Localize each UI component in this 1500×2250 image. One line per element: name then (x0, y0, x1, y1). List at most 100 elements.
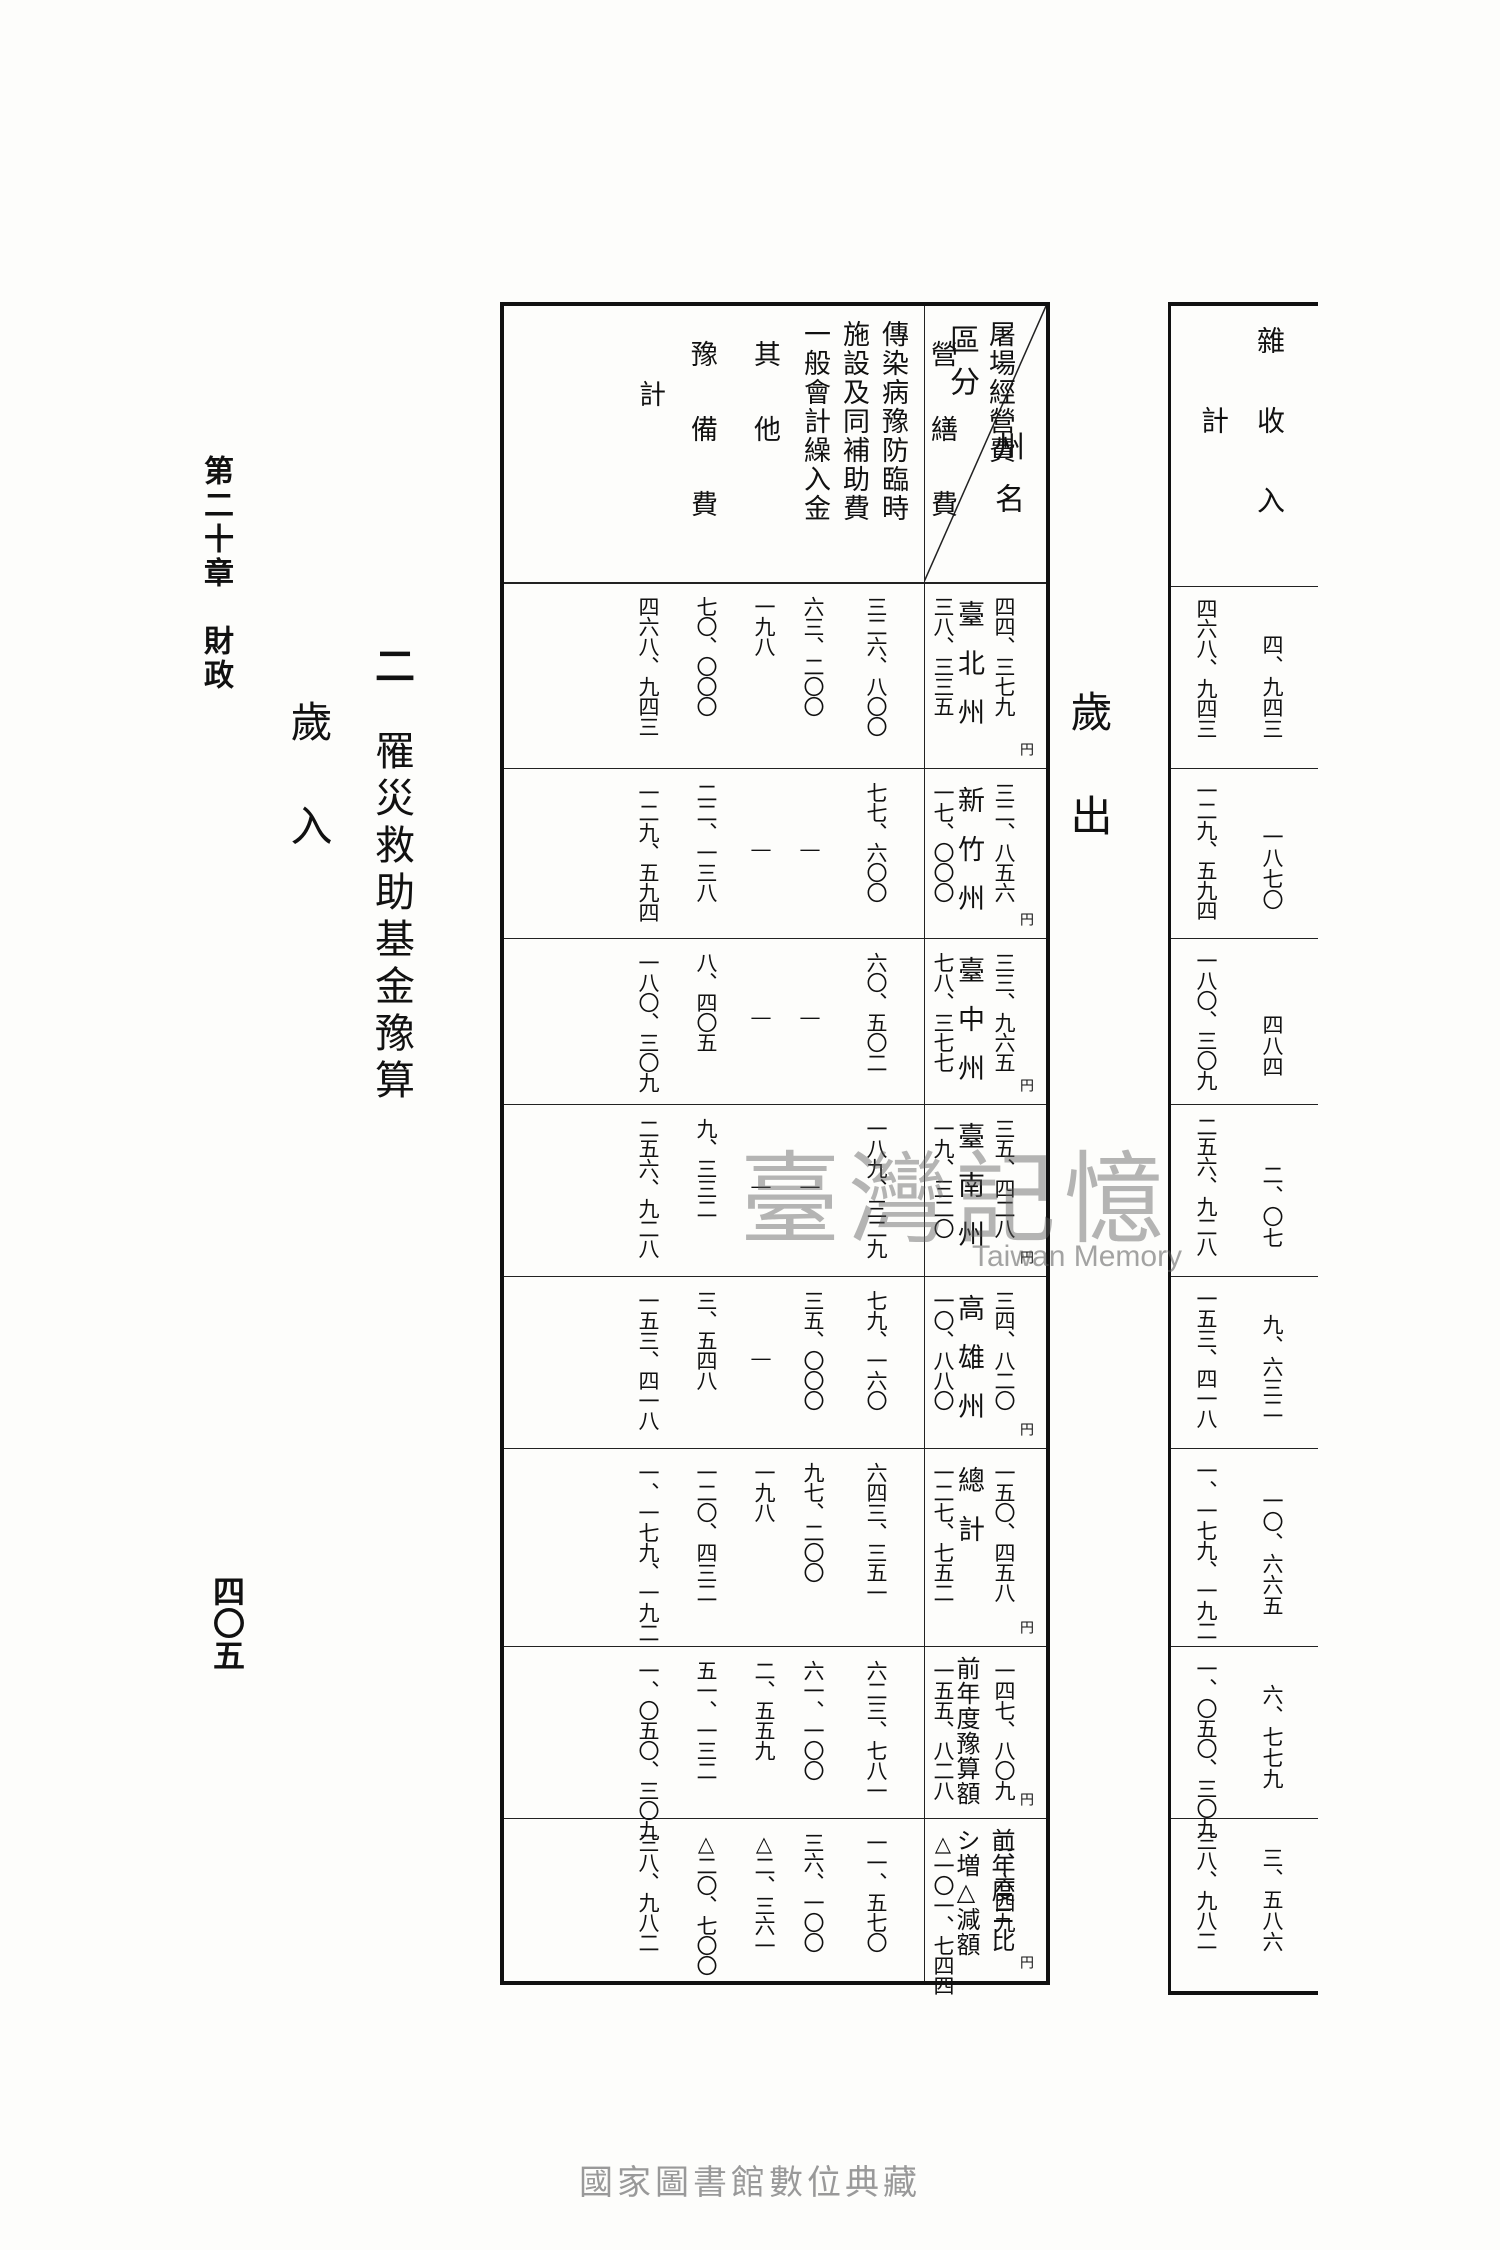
table-cell: 一二九、五九四 (636, 782, 660, 922)
table-cell: 一〇、八八〇 (931, 1290, 955, 1410)
right-table-divider (1171, 938, 1318, 939)
right-cell: 九、六三二 (1260, 1314, 1284, 1419)
right-table-divider (1171, 1818, 1318, 1819)
table-cell: — (749, 1174, 773, 1197)
region-name: 高雄州 (953, 1294, 984, 1441)
table-cell: — (749, 837, 773, 860)
table-cell: 一、〇五〇、三〇九 (636, 1660, 660, 1840)
table-cell: 六二三、七八一 (864, 1660, 888, 1800)
table-cell: 七七、六〇〇 (864, 782, 888, 902)
header-divider (504, 582, 1046, 584)
table-cell: — (798, 1005, 822, 1028)
table-cell: 九、三三二 (694, 1118, 718, 1218)
table-cell: 三二六、八〇〇 (864, 596, 888, 736)
table-cell: — (798, 1174, 822, 1197)
table-cell: 一一、五七〇 (864, 1832, 888, 1952)
right-cell: 四八四 (1260, 1014, 1284, 1077)
row-label: 傳染病豫防臨時施設及同補助費 (834, 320, 912, 572)
table-cell: 一四七、八〇九 (992, 1660, 1016, 1800)
region-name: 前年度豫算額 (952, 1656, 980, 1806)
table-cell: 八、四〇五 (694, 952, 718, 1052)
table-cell: 三八、三三五 (931, 596, 955, 716)
section-title: 罹災救助基金豫算 (368, 730, 414, 1106)
region-divider (504, 938, 1046, 939)
right-table-divider (1171, 1276, 1318, 1277)
header-corner-bottom-label: 區分 (944, 324, 979, 408)
table-cell: 二、六四九 (992, 1832, 1016, 1932)
table-cell: 四四、三七九 (992, 596, 1016, 716)
table-cell: 七〇、〇〇〇 (694, 596, 718, 716)
right-table-header-divider (1171, 586, 1318, 587)
row-label-part: 費 (926, 490, 957, 517)
row-label-part: 傳染病豫防臨時 (877, 320, 908, 523)
table-cell: 六〇、五〇二 (864, 952, 888, 1072)
row-label-part: 繕 (926, 415, 957, 442)
row-label-part: 費 (686, 490, 717, 517)
right-table-divider (1171, 1448, 1318, 1449)
header-corner-diagonal (924, 306, 1046, 582)
table-cell: 一五五、八二八 (931, 1660, 955, 1800)
table-cell: △二〇、七〇〇 (694, 1832, 718, 1975)
revenue-table: 州名區分屠場經營費營繕費傳染病豫防臨時施設及同補助費一般會計繰入金其他豫備費計臺… (500, 302, 1050, 1995)
region-name-rule (924, 306, 925, 1981)
table-cell: 二五六、九二八 (636, 1118, 660, 1258)
table-cell: 三三、九六五 (992, 952, 1016, 1072)
table-cell: 七八、三七七 (931, 952, 955, 1072)
table-cell: 一九八 (752, 1462, 776, 1522)
row-label: 營繕費 (914, 320, 966, 572)
table-cell: 一八九、三二九 (864, 1118, 888, 1258)
row-label: 一般會計繰入金 (787, 320, 833, 572)
right-row-label: 雜收入 (1253, 326, 1286, 566)
right-cell: 一、〇五〇、三〇九 (1194, 1658, 1218, 1838)
unit-mark: 円 (1018, 912, 1034, 926)
row-label: 屠場經營費 (972, 320, 1030, 572)
table-cell: 六三、二〇〇 (801, 596, 825, 716)
table-cell: 一九、三二〇 (931, 1118, 955, 1238)
unit-mark: 円 (1018, 742, 1034, 756)
right-cell: 一八〇、三〇九 (1194, 950, 1218, 1090)
right-cell: 一、一七九、一九二 (1194, 1460, 1218, 1640)
right-cell: 六、七七九 (1260, 1684, 1284, 1789)
table-cell: 一五三、四一八 (636, 1290, 660, 1430)
right-cell: 三、五八六 (1260, 1847, 1284, 1952)
table-cell: 一七、〇〇〇 (931, 782, 955, 902)
region-divider (504, 1818, 1046, 1819)
table-cell: 三、五四八 (694, 1290, 718, 1390)
table-cell: 三二、八五六 (992, 782, 1016, 902)
region-name: 臺北州 (953, 600, 984, 747)
row-label-part: 一般會計繰入金 (799, 320, 830, 523)
right-cell: 一五三、四一八 (1194, 1288, 1218, 1428)
expenditure-table: 雜收入計四、九四三四六八、九四三一八七〇一二九、五九四四八四一八〇、三〇九二、〇… (1168, 302, 1318, 1995)
table-cell: — (798, 837, 822, 860)
row-label-part: 豫 (686, 340, 717, 367)
table-cell: — (749, 1005, 773, 1028)
table-cell: 三四、八二〇 (992, 1290, 1016, 1410)
region-divider (504, 1276, 1046, 1277)
right-table-divider (1171, 768, 1318, 769)
region-divider (504, 768, 1046, 769)
region-name: 臺南州 (953, 1122, 984, 1269)
library-footer: 國家圖書館數位典藏 (579, 2163, 921, 2203)
table-cell: 五一、一三二 (694, 1660, 718, 1780)
right-cell: 二五六、九二八 (1194, 1116, 1218, 1256)
unit-mark: 円 (1018, 1955, 1034, 1969)
table-cell: 七九、一六〇 (864, 1290, 888, 1410)
table-cell: 一八〇、三〇九 (636, 952, 660, 1092)
revenue-subhead: 歲入 (284, 700, 333, 908)
region-divider (504, 1646, 1046, 1647)
right-cell: 一〇、六六五 (1260, 1490, 1284, 1616)
right-cell: 四六八、九四三 (1194, 598, 1218, 738)
right-cell: 二、〇七 (1260, 1164, 1284, 1248)
table-cell: 二二、一三八 (694, 782, 718, 902)
region-divider (504, 1104, 1046, 1105)
table-cell: 二、五五九 (752, 1660, 776, 1760)
page-number: 四〇五 (208, 1575, 246, 1671)
row-label-part: 營 (926, 340, 957, 367)
row-label-part: 備 (686, 415, 717, 442)
row-label: 其他 (737, 320, 785, 572)
region-divider (504, 1448, 1046, 1449)
unit-mark: 円 (1018, 1422, 1034, 1436)
table-cell: 三八、九八二 (636, 1832, 660, 1952)
right-table-divider (1171, 1104, 1318, 1105)
row-label-part: 他 (749, 415, 780, 442)
